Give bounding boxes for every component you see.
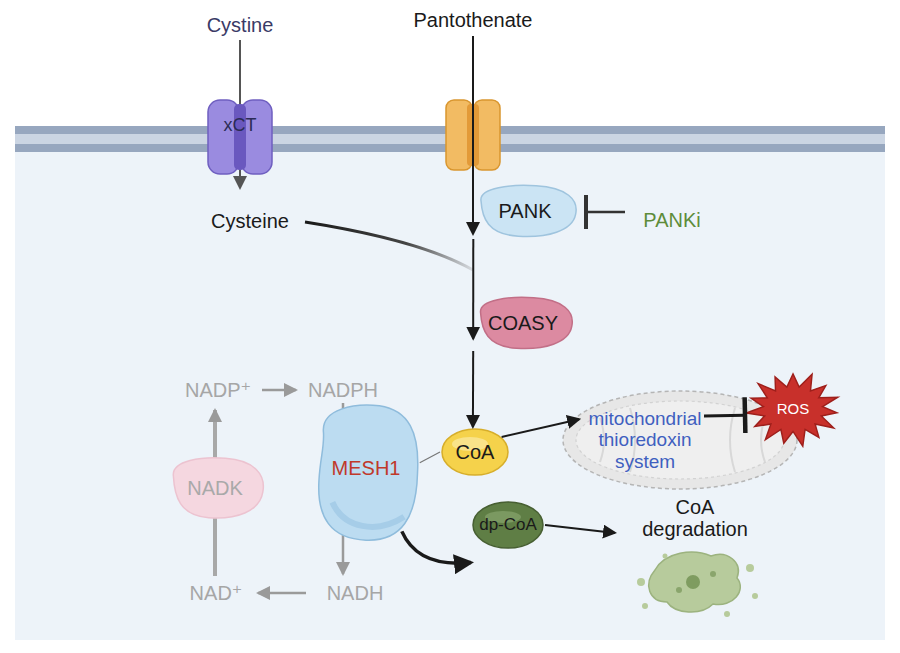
node-text: xCT [224,115,257,135]
hydrolysis-arrow [402,531,471,563]
text-holder: xCT [205,112,275,138]
metabolite-ellipse: dp-CoA [471,500,545,550]
shape-part [752,593,758,599]
node-text: mitochondrial thioredoxin system [570,408,720,472]
shape-part [234,104,246,170]
shape-part [473,502,543,548]
cofactor-label: NAD⁺ [190,581,243,605]
metabolite-label: Pantothenate [414,9,533,32]
pathway-arrow [472,239,474,339]
binding-line [420,452,440,463]
node-text: COASY [488,312,558,334]
cytoplasm [15,126,885,640]
shape-part [442,429,508,475]
node-text: dp-CoA [479,515,537,534]
shape-part [332,502,404,527]
mesh1-to-nadh-arrow [342,530,345,574]
shape-part [686,575,700,589]
node-text: CoA [456,441,495,463]
metabolite-label: Cysteine [211,210,289,233]
xct-transporter-shape [205,98,275,176]
faded-enzyme-blob: NADK [163,455,267,521]
text-holder: MESH1 [310,440,422,496]
cysteine-merge-line [305,222,473,270]
shape-part [642,603,648,609]
enzyme-blob: MESH1 [310,400,422,546]
text-holder: COASY [470,295,576,351]
xct-transporter: xCT [205,98,275,176]
cofactor-label: NADPH [308,379,378,402]
pathway-arrow [545,525,615,533]
shape-part [173,458,263,518]
inhibitor-label: PANKi [643,209,700,232]
panki-inhibition [586,211,625,214]
node-text: MESH1 [332,457,401,479]
enzyme-blob: PANK [470,183,580,239]
text-holder: dp-CoA [471,500,545,550]
pathway-arrow [472,351,474,427]
pantothenate-arrow [472,36,474,234]
text-holder: NADK [163,455,267,521]
text-holder: CoA degradation [635,492,755,544]
shape-part [710,571,716,577]
text-holder: ROS [745,370,841,448]
metabolite-label: Cystine [207,14,274,37]
node-text: PANK [499,200,552,222]
shape-part [676,587,682,593]
nadp-to-nadph-arrow [262,389,296,392]
shape-part [319,405,418,540]
text-holder: PANK [470,183,580,239]
node-text: ROS [777,401,810,418]
node-text: CoA degradation [635,496,755,541]
nadh-to-nad-arrow [258,592,306,595]
enzyme-blob: COASY [470,295,576,351]
shape-part [663,554,668,559]
text-holder: mitochondrial thioredoxin system [570,396,720,484]
degradation-node: CoA degradation [615,490,775,620]
metabolite-ellipse: CoA [440,427,510,477]
node-text: NADK [187,477,243,499]
text-holder: CoA [440,427,510,477]
cofactor-label: NADH [327,582,384,605]
shape-part [637,578,645,586]
shape-part [724,611,730,617]
shape-part [649,552,741,612]
cofactor-label: NADP⁺ [185,378,251,402]
shape-part [746,564,754,572]
shape-part [481,185,576,236]
shape-part [746,374,837,446]
shape-part [480,297,572,348]
ros-starburst: ROS [745,370,841,448]
